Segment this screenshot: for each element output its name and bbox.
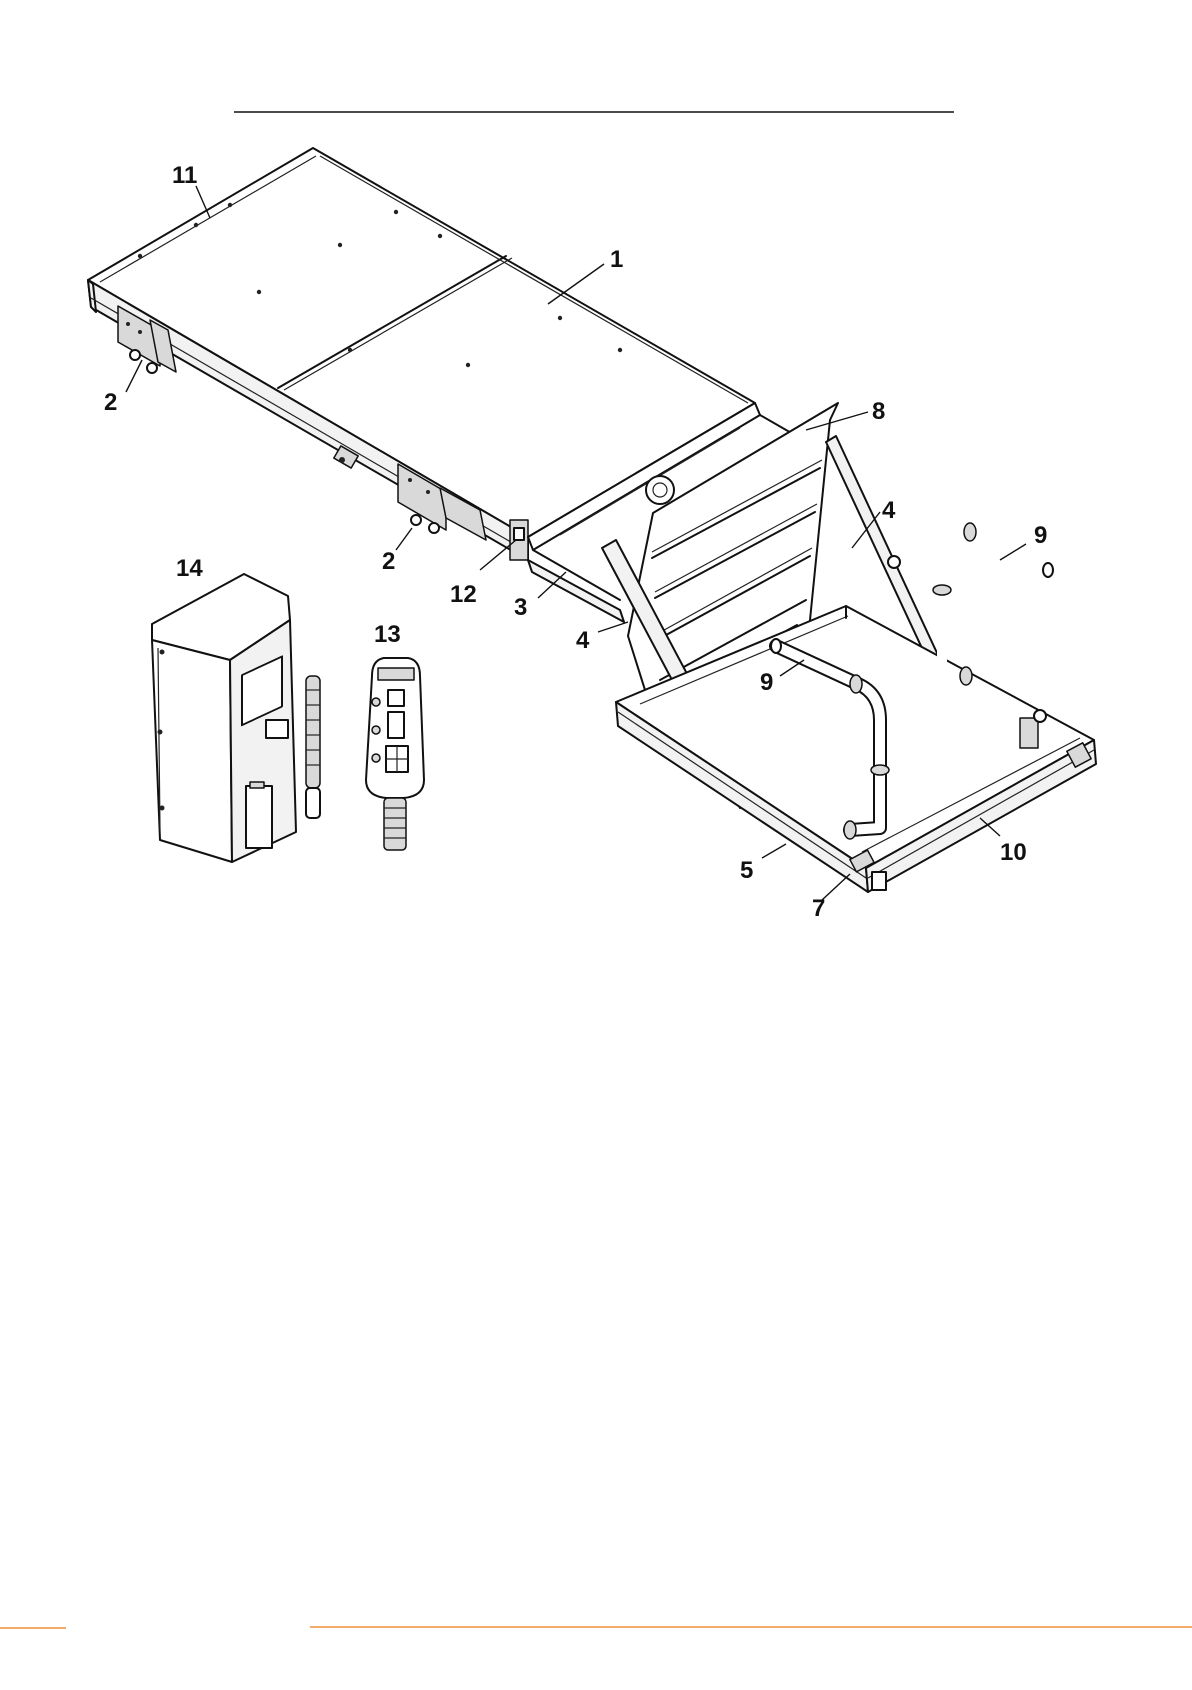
callout-4-front: 4 (576, 627, 590, 654)
hand-pendant (366, 658, 424, 850)
callout-2-rear: 2 (104, 389, 117, 416)
callout-4-rear: 4 (882, 497, 896, 524)
callout-5: 5 (740, 857, 753, 884)
latch-block (510, 520, 528, 560)
callout-12: 12 (450, 581, 477, 608)
control-box (152, 574, 320, 862)
callout-10: 10 (1000, 839, 1027, 866)
callout-8: 8 (872, 398, 885, 425)
callout-9-front: 9 (760, 669, 773, 696)
callout-13: 13 (374, 621, 401, 648)
callout-2-front: 2 (382, 548, 395, 575)
callout-7: 7 (812, 895, 825, 922)
callout-1: 1 (610, 246, 623, 273)
footer-rules (0, 1627, 1192, 1628)
callout-9-rear: 9 (1034, 522, 1047, 549)
callout-3: 3 (514, 594, 527, 621)
callout-14: 14 (176, 555, 203, 582)
callout-11: 11 (172, 162, 197, 189)
